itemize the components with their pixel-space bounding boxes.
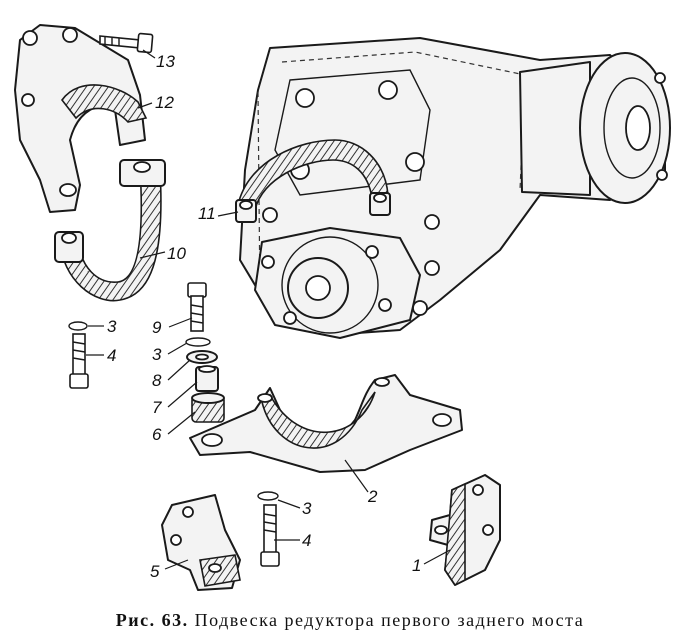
callout-11: 11 <box>198 204 216 223</box>
leader-lines <box>86 49 451 570</box>
part-5-foot-bracket <box>161 494 241 591</box>
part-2-support-bracket <box>189 374 463 473</box>
part-3-spring-washer-lower <box>257 491 279 501</box>
figure-number: Рис. 63. <box>115 610 189 630</box>
part-13-bolt <box>99 32 154 54</box>
callout-7: 7 <box>152 398 162 417</box>
callout-3-mid: 3 <box>152 345 162 364</box>
reducer-housing <box>239 37 671 339</box>
part-6-rubber-bushing <box>191 392 225 423</box>
part-8-washer <box>186 350 218 364</box>
callout-8: 8 <box>152 371 162 390</box>
part-10-lower-clamp <box>54 159 166 302</box>
callout-6: 6 <box>152 425 162 444</box>
part-1-foot-bracket <box>429 474 501 587</box>
part-12-upper-bracket <box>14 24 148 213</box>
part-3-spring-washer-upper <box>185 337 211 347</box>
callout-9: 9 <box>152 318 162 337</box>
part-3-spring-washer-left <box>68 321 88 331</box>
part-4-bolt-left <box>69 333 89 389</box>
callout-10: 10 <box>167 244 186 263</box>
callout-3-left: 3 <box>107 317 117 336</box>
callout-2: 2 <box>367 487 378 506</box>
figure-title: Подвеска редуктора первого заднего моста <box>194 610 585 630</box>
figure-caption: Рис. 63. Подвеска редуктора первого задн… <box>0 610 700 631</box>
part-11-upper-clamp <box>235 139 391 223</box>
part-4-bolt-lower <box>260 504 280 567</box>
callout-4-left: 4 <box>107 346 116 365</box>
callout-3-lower: 3 <box>302 499 312 518</box>
callout-5: 5 <box>150 562 160 581</box>
part-9-bolt <box>187 282 207 332</box>
callout-numbers: 13 12 10 11 3 4 9 3 8 7 6 2 3 4 5 1 <box>107 52 421 581</box>
part-7-bushing <box>195 365 219 392</box>
callout-13: 13 <box>156 52 175 71</box>
callout-1: 1 <box>412 556 421 575</box>
callout-12: 12 <box>155 93 174 112</box>
callout-4-lower: 4 <box>302 531 311 550</box>
